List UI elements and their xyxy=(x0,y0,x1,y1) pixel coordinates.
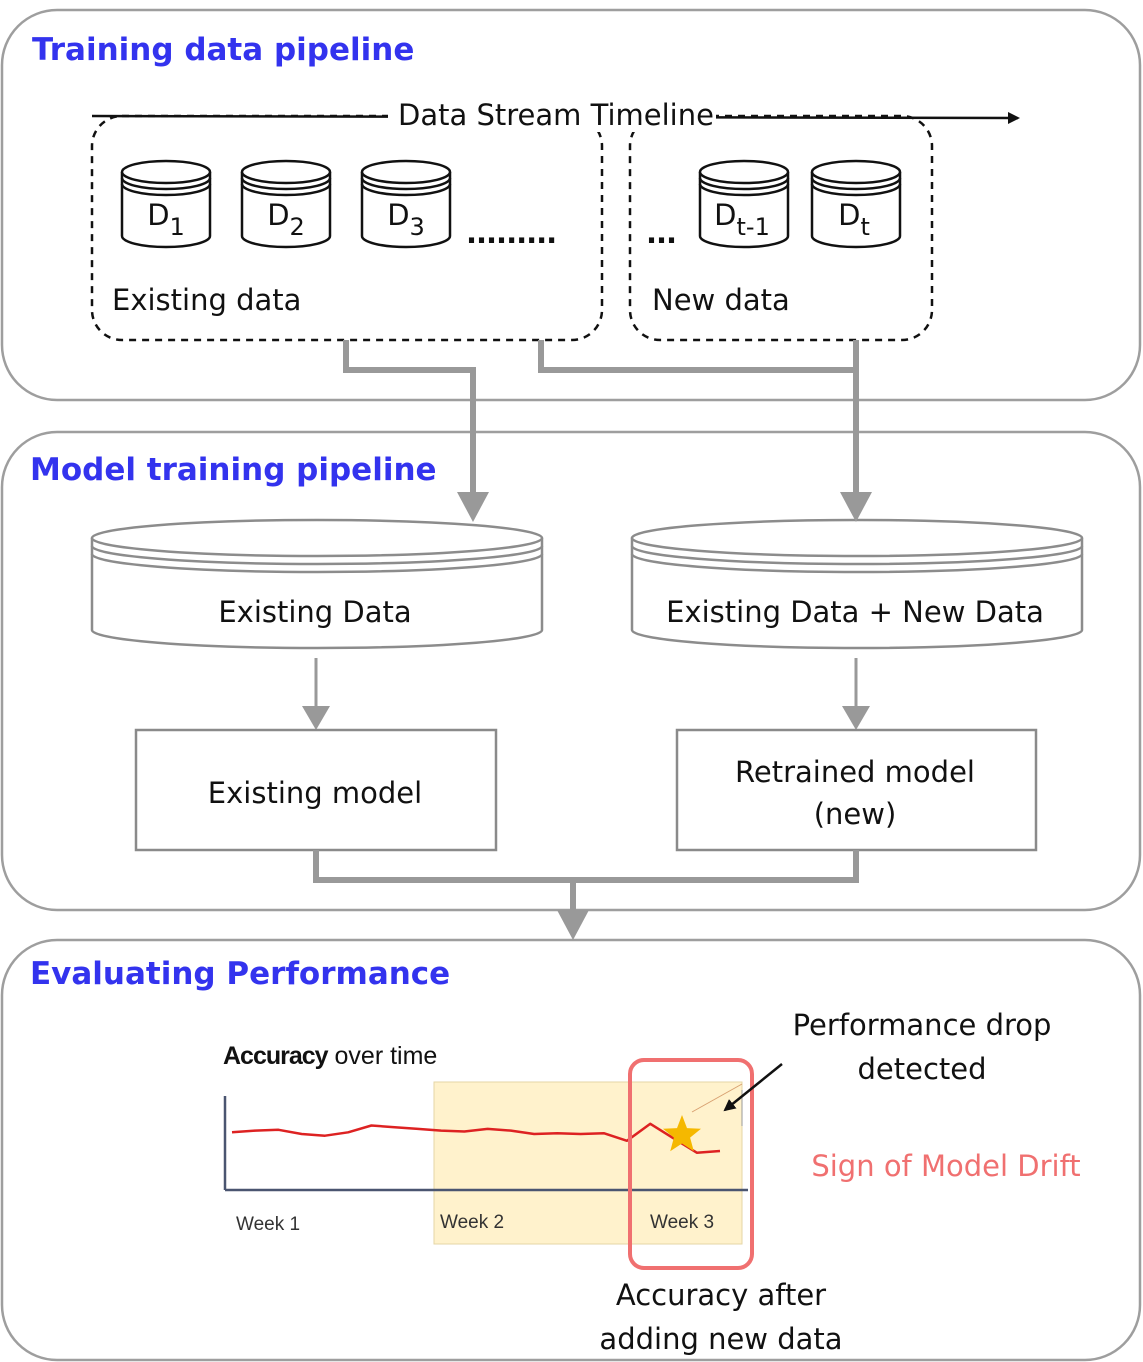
combined-store-arrowhead-top xyxy=(840,492,872,522)
existing-data-label: Existing data xyxy=(112,283,301,317)
evaluation-panel: Evaluating Performance Accuracy over tim… xyxy=(0,938,1142,1362)
shaded-week-region xyxy=(433,1081,743,1245)
evaluation-title: Evaluating Performance xyxy=(30,956,450,992)
evaluation-arrowhead xyxy=(557,910,589,940)
dataset-label-d3: D3 xyxy=(387,198,425,241)
existing-model-box xyxy=(134,728,498,852)
timeline-label-bg xyxy=(388,98,716,132)
star-marker-shape xyxy=(663,1115,701,1152)
existing-data-store: Existing Data xyxy=(90,518,544,650)
combined-data-store: Existing Data + New Data xyxy=(630,518,1084,650)
dataset-label-dt: Dt xyxy=(838,198,870,241)
dataset-cylinder-d3: D3 xyxy=(360,159,452,249)
performance-drop-label-line1: Performance drop xyxy=(793,1008,1052,1042)
new-data-label: New data xyxy=(652,283,790,317)
drift-highlight-box xyxy=(628,1058,754,1270)
dataset-label-d1: D1 xyxy=(147,198,185,241)
dataset-cylinder-d2: D2 xyxy=(240,159,332,249)
dataset-cylinder-dt-1: Dt-1 xyxy=(698,159,790,249)
retrained-model-box xyxy=(675,728,1038,852)
chart-title: Accuracy over time xyxy=(223,1042,437,1070)
chart-pointer-line xyxy=(691,1083,743,1113)
retrained-model-label-line2: (new) xyxy=(814,797,897,831)
training-data-title: Training data pipeline xyxy=(32,32,414,68)
combined-store-arrowhead xyxy=(842,706,870,730)
dataset-label-d2: D2 xyxy=(267,198,305,241)
flow-connectors xyxy=(313,340,872,940)
dataset-label-dt-1: Dt-1 xyxy=(714,198,770,241)
existing-data-to-combined-connector xyxy=(538,340,856,373)
drift-label: Sign of Model Drift xyxy=(811,1149,1080,1183)
x-tick-label: Week 2 xyxy=(440,1212,504,1233)
retrained-model-label-line1: Retrained model xyxy=(735,755,975,789)
existing-model-label: Existing model xyxy=(208,776,422,810)
training-data-panel: Training data pipeline Data Stream Timel… xyxy=(0,8,1142,402)
new-ellipsis: ... xyxy=(646,216,676,250)
dataset-cylinder-dt: Dt xyxy=(810,159,902,249)
combined-data-store-label: Existing Data + New Data xyxy=(666,595,1044,629)
star-icon xyxy=(663,1115,701,1152)
model-training-title: Model training pipeline xyxy=(30,452,437,488)
accuracy-after-label-line2: adding new data xyxy=(599,1322,842,1356)
new-data-group xyxy=(628,114,934,342)
existing-store-arrowhead xyxy=(302,706,330,730)
existing-data-store-label: Existing Data xyxy=(218,595,411,629)
existing-store-arrowhead-top xyxy=(457,492,489,522)
timeline-label: Data Stream Timeline xyxy=(398,98,714,132)
existing-data-to-store-connector xyxy=(343,340,476,498)
performance-drop-label-line2: detected xyxy=(857,1052,986,1086)
x-tick-label: Week 1 xyxy=(236,1214,300,1235)
accuracy-after-label-line1: Accuracy after xyxy=(616,1278,826,1312)
dataset-cylinder-d1: D1 xyxy=(120,159,212,249)
model-training-panel: Model training pipeline Existing Data Ex… xyxy=(0,430,1142,912)
existing-ellipsis: ......... xyxy=(466,216,556,250)
x-tick-labels: Week 1 Week 2 Week 3 xyxy=(236,1212,714,1235)
x-tick-label: Week 3 xyxy=(650,1212,714,1233)
performance-drop-arrow xyxy=(723,1063,783,1112)
accuracy-chart: Accuracy over time Week 1 Week 2 Week 3 xyxy=(223,1042,748,1245)
models-to-evaluation-connector xyxy=(313,850,859,883)
accuracy-line xyxy=(231,1122,721,1154)
